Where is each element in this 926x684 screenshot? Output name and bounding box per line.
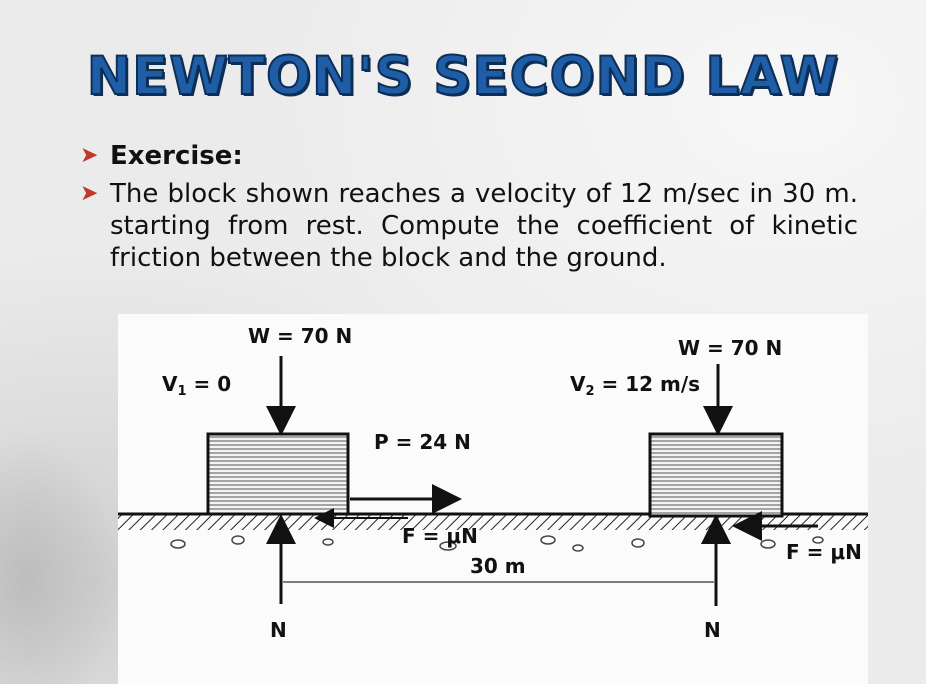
velocity-subscript: 1 xyxy=(177,384,187,399)
left-weight-label: W = 70 N xyxy=(248,324,353,348)
bullet-list: ➤ Exercise: ➤ The block shown reaches a … xyxy=(80,140,860,280)
left-normal-label: N xyxy=(270,618,287,642)
velocity-symbol: V xyxy=(162,372,178,396)
gravel xyxy=(170,535,824,552)
friction-diagram: W = 70 N V1 = 0 P = 24 N F = μN N W = 70… xyxy=(118,314,868,684)
right-weight-label: W = 70 N xyxy=(678,336,783,360)
bullet-arrow-icon: ➤ xyxy=(80,143,99,168)
bullet-arrow-icon: ➤ xyxy=(80,181,99,206)
right-normal-label: N xyxy=(704,618,721,642)
bullet-problem: ➤ The block shown reaches a velocity of … xyxy=(80,178,860,274)
right-friction-label: F = μN xyxy=(786,540,862,564)
left-block xyxy=(206,432,350,516)
bullet-exercise: ➤ Exercise: xyxy=(80,140,860,172)
ground-surface xyxy=(118,514,868,530)
background-smudge xyxy=(0,420,130,684)
velocity-value: = 12 m/s xyxy=(601,372,701,396)
left-velocity-label: V1 = 0 xyxy=(162,372,231,399)
diagram-drawing xyxy=(118,356,868,606)
right-block xyxy=(648,432,784,518)
right-velocity-label: V2 = 12 m/s xyxy=(570,372,700,399)
distance-label: 30 m xyxy=(470,554,526,578)
velocity-symbol: V xyxy=(570,372,586,396)
left-friction-label: F = μN xyxy=(402,524,478,548)
bullet-text: The block shown reaches a velocity of 12… xyxy=(110,179,858,273)
velocity-value: = 0 xyxy=(193,372,232,396)
push-force-label: P = 24 N xyxy=(374,430,471,454)
bullet-text: Exercise: xyxy=(110,141,243,171)
velocity-subscript: 2 xyxy=(585,384,595,399)
slide-title: NEWTON'S SECOND LAW xyxy=(86,45,840,108)
